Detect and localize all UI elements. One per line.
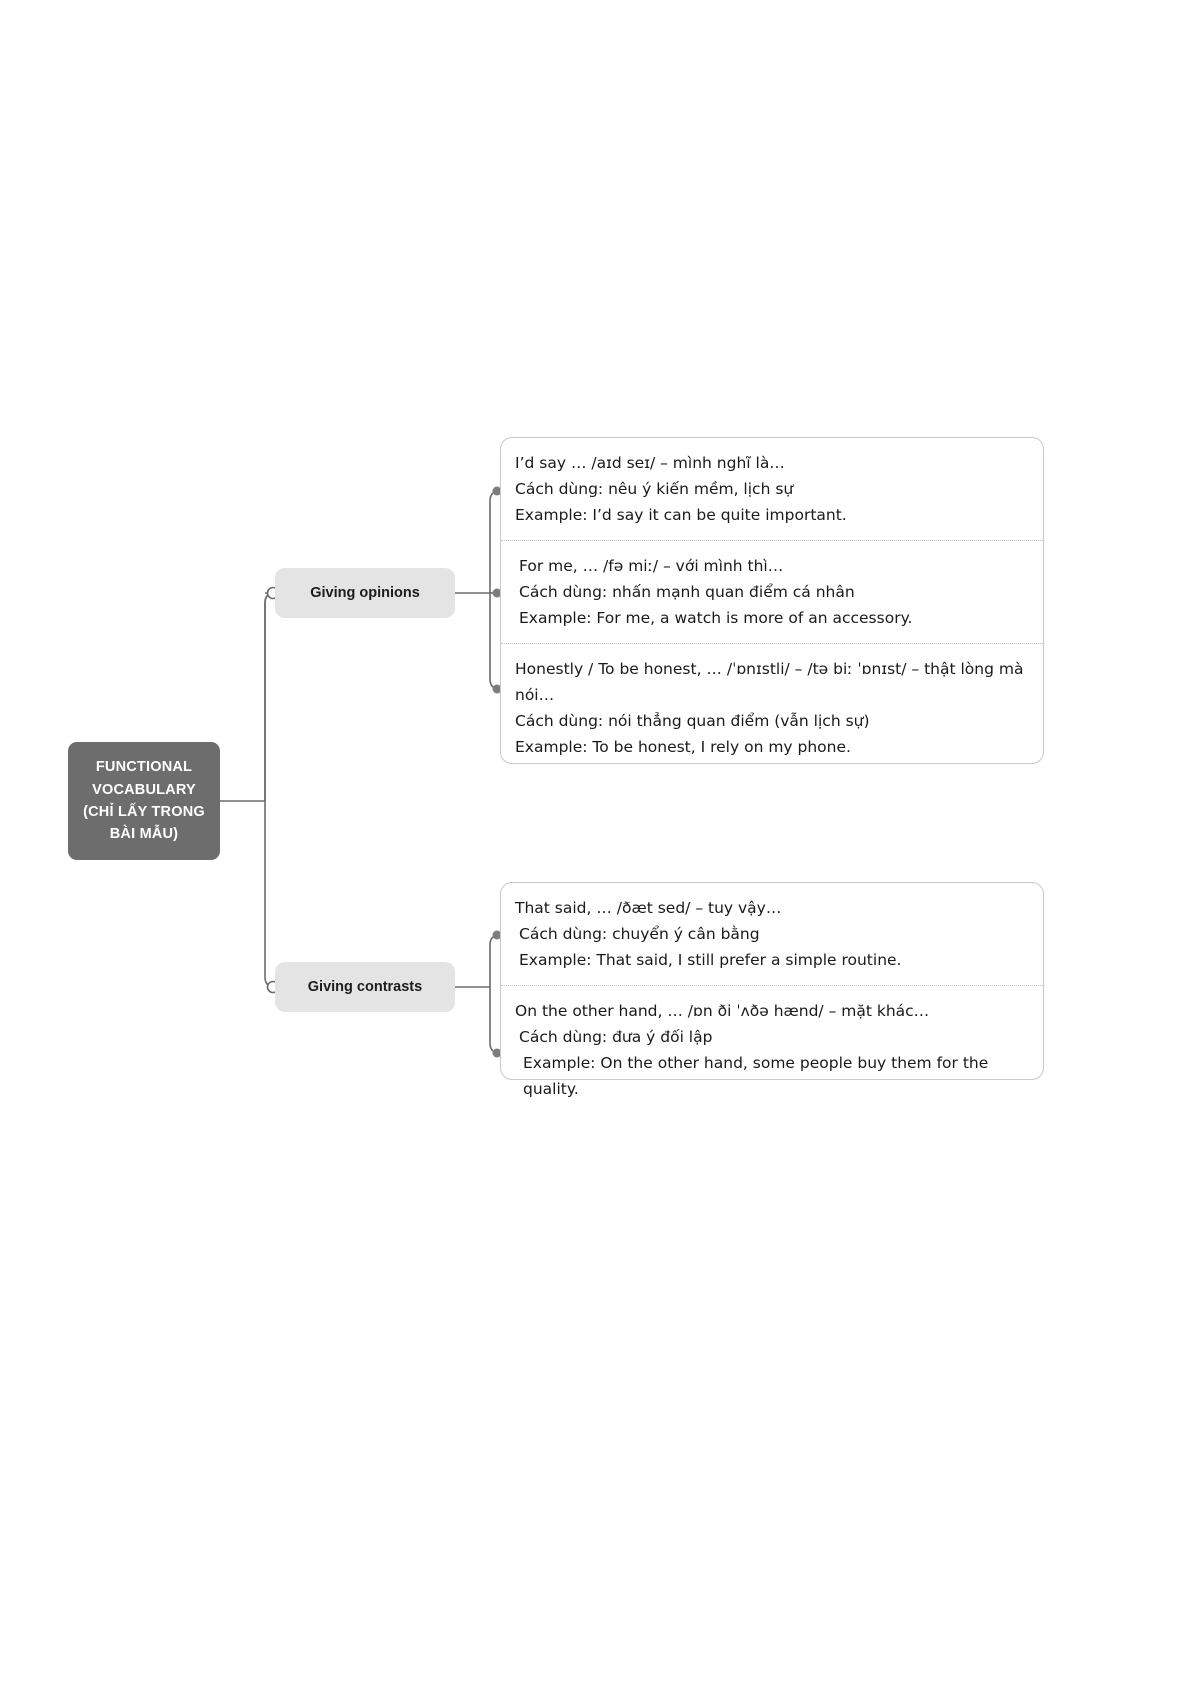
vocab-card[interactable]: On the other hand, … /ɒn ði ˈʌðə hænd/ –… (501, 985, 1043, 1114)
vocab-usage: Cách dùng: nhấn mạnh quan điểm cá nhân (519, 583, 855, 602)
branch-label-giving-opinions: Giving opinions (310, 585, 420, 601)
vocab-term: I’d say … /aɪd seɪ/ – mình nghĩ là… (515, 454, 785, 472)
vocab-usage: Cách dùng: đưa ý đối lập (519, 1028, 713, 1047)
branch-label-giving-contrasts: Giving contrasts (307, 979, 423, 995)
vocab-term: That said, … /ðæt sed/ – tuy vậy… (515, 899, 782, 917)
card-group-giving-opinions: I’d say … /aɪd seɪ/ – mình nghĩ là… Cách… (500, 437, 1044, 764)
connector-trunk-to-opinions (264, 592, 276, 801)
vocab-card[interactable]: That said, … /ðæt sed/ – tuy vậy… Cách d… (501, 883, 1043, 985)
card-group-giving-contrasts: That said, … /ðæt sed/ – tuy vậy… Cách d… (500, 882, 1044, 1098)
branch-node-giving-opinions[interactable]: Giving opinions (275, 568, 455, 618)
vocab-example: Example: To be honest, I rely on my phon… (515, 738, 851, 757)
vocab-example: Example: On the other hand, some people … (523, 1054, 989, 1099)
vocab-usage: Cách dùng: chuyển ý cân bằng (519, 925, 760, 944)
vocab-example: Example: I’d say it can be quite importa… (515, 506, 847, 525)
vocab-card[interactable]: For me, … /fə miː/ – với mình thì… Cách … (501, 540, 1043, 643)
vocab-usage: Cách dùng: nêu ý kiến mềm, lịch sự (515, 480, 794, 499)
vocab-term: Honestly / To be honest, … /ˈɒnɪstli/ – … (515, 660, 1024, 705)
root-node-label: FUNCTIONAL VOCABULARY (CHỈ LẤY TRONG BÀI… (83, 759, 205, 843)
vocab-term: On the other hand, … /ɒn ði ˈʌðə hænd/ –… (515, 1002, 930, 1021)
connector-opinions-card-3 (489, 593, 501, 690)
vocab-example: Example: For me, a watch is more of an a… (519, 609, 913, 628)
connector-contrasts-card-2 (489, 987, 501, 1054)
connector-opinions-card-1 (489, 490, 501, 593)
branch-node-giving-contrasts[interactable]: Giving contrasts (275, 962, 455, 1012)
vocab-card[interactable]: I’d say … /aɪd seɪ/ – mình nghĩ là… Cách… (501, 438, 1043, 540)
root-node[interactable]: FUNCTIONAL VOCABULARY (CHỈ LẤY TRONG BÀI… (68, 742, 220, 860)
connector-contrasts-card-1 (489, 934, 501, 987)
vocab-example: Example: That said, I still prefer a sim… (519, 951, 902, 970)
vocab-usage: Cách dùng: nói thẳng quan điểm (vẫn lịch… (515, 712, 870, 731)
connector-trunk-to-contrasts (264, 801, 276, 988)
connector-trunk-opinions-elbow (264, 592, 276, 801)
vocab-card[interactable]: Honestly / To be honest, … /ˈɒnɪstli/ – … (501, 643, 1043, 772)
vocab-term: For me, … /fə miː/ – với mình thì… (519, 557, 784, 576)
